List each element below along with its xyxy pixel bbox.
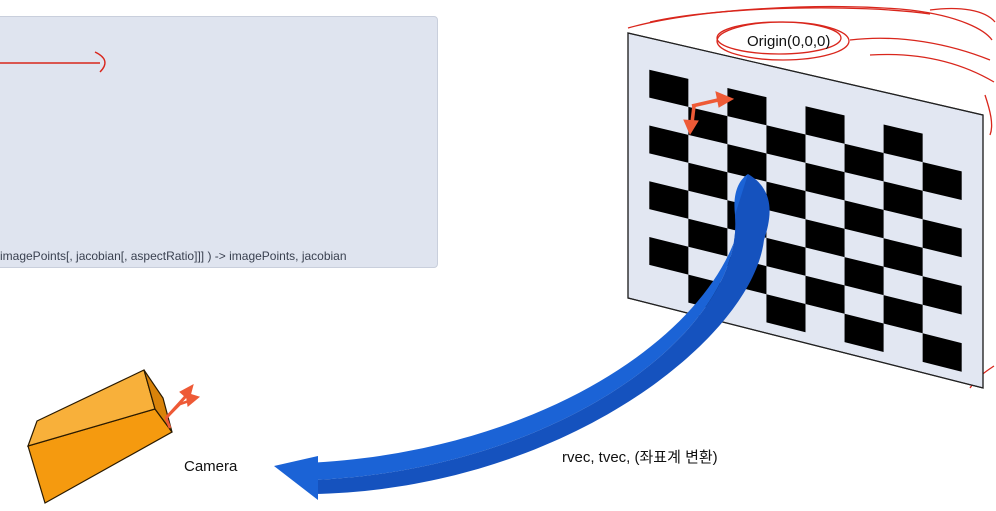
camera-label: Camera — [184, 458, 238, 475]
checker-square — [844, 200, 884, 239]
checker-square — [727, 88, 767, 126]
checker-square — [922, 333, 962, 372]
checker-square — [727, 144, 767, 182]
checker-square — [688, 106, 728, 145]
documentation-panel — [0, 16, 438, 268]
checker-square — [688, 162, 728, 201]
checker-square — [922, 276, 962, 315]
checker-square — [844, 257, 884, 296]
checker-square — [766, 181, 806, 220]
camera-icon — [27, 369, 173, 504]
checker-square — [922, 219, 962, 258]
checker-square — [883, 124, 923, 163]
checker-square — [649, 69, 689, 107]
checker-square — [766, 237, 806, 276]
checker-square — [922, 162, 962, 201]
checker-square — [844, 313, 884, 352]
checker-square — [844, 143, 884, 182]
board-axis-arrows — [683, 91, 735, 136]
camera-axis-arrows — [164, 384, 201, 429]
function-signature-text: imagePoints[, jacobian[, aspectRatio]]] … — [0, 249, 347, 263]
checker-square — [805, 162, 845, 201]
checker-square — [649, 181, 689, 219]
checker-square — [883, 238, 923, 277]
checker-square — [766, 294, 806, 333]
annotation-arrow — [0, 51, 106, 73]
checker-square — [805, 106, 845, 144]
transform-arrow — [274, 174, 770, 500]
transform-label: rvec, tvec, (좌표계 변환) — [562, 449, 718, 466]
origin-label: Origin(0,0,0) — [747, 33, 831, 50]
checker-square — [805, 275, 845, 314]
checker-square — [883, 181, 923, 220]
checker-square — [649, 125, 689, 163]
checker-square — [649, 237, 689, 275]
checker-square — [688, 218, 728, 257]
checker-square — [883, 295, 923, 334]
annotation-scribbles — [627, 5, 996, 389]
checker-square — [805, 219, 845, 258]
checker-square — [766, 125, 806, 163]
